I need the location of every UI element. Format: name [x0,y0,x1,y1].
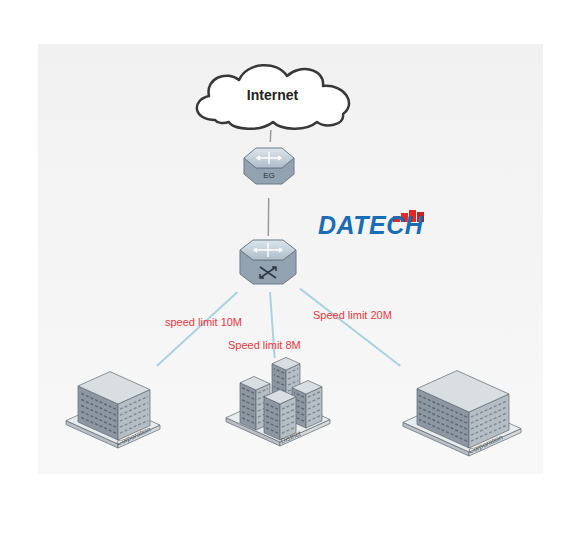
node-shape [236,236,300,292]
window-row [419,396,467,418]
window-row [266,410,278,415]
window-row [120,415,148,428]
node-shape [60,366,162,450]
window-row [266,428,278,433]
building-group [66,372,160,448]
building-face [240,383,256,430]
window-row [282,410,294,415]
window-row [266,404,278,409]
building-roof [272,357,300,370]
node-shape [222,358,334,450]
building-group [226,357,330,446]
window-row [242,400,254,405]
window-row [120,403,148,416]
window-row [242,406,254,411]
gateway-device: EG [240,142,298,198]
window-row [282,422,294,427]
window-row [274,375,284,380]
window-row [288,381,298,386]
window-row [120,409,148,422]
switch-arrows [260,267,276,278]
window-row [120,397,148,410]
speed-limit-label: Speed limit 20M [313,309,392,322]
device-symbol [257,152,281,164]
window-row [288,375,298,380]
internet-cloud: Internet [185,58,360,130]
window-row [242,394,254,399]
node-shape [395,366,525,458]
window-row [308,392,320,397]
building-roof [78,372,150,404]
building-roof [264,390,296,404]
speed-limit-label: speed limit 10M [165,316,242,329]
building-icon: Corporation [395,366,525,458]
window-row [80,393,116,409]
window-row [242,388,254,393]
building-roof [292,381,322,395]
window-row [471,401,507,417]
network-link [300,289,400,366]
network-link [157,292,238,366]
window-row [308,404,320,409]
window-row [308,410,320,415]
window-row [308,398,320,403]
node-shape [240,142,298,198]
device-top [244,148,294,168]
window-row [258,389,268,394]
network-link [268,198,270,236]
window-row [242,412,254,417]
window-row [242,418,254,423]
background-panel [38,44,543,474]
window-row [282,404,294,409]
window-row [308,416,320,421]
building-roof [240,377,270,391]
switch-device [236,236,300,292]
window-row [282,416,294,421]
window-row [419,402,467,424]
window-row [274,369,284,374]
window-row [266,416,278,421]
building-group [403,371,521,456]
building-icon: Corporation [60,366,162,450]
device-top [240,240,296,260]
network-link [270,130,272,142]
window-row [266,422,278,427]
district-icon: District [222,358,334,450]
brand-logo: DATECH [318,212,423,239]
window-row [419,408,467,430]
window-row [274,381,284,386]
device-label: EG [240,171,298,181]
window-row [419,414,467,436]
device-symbol [254,243,282,257]
window-row [288,369,298,374]
cloud-label: Internet [185,87,360,103]
window-row [419,420,467,442]
speed-limit-label: Speed limit 8M [228,339,301,352]
